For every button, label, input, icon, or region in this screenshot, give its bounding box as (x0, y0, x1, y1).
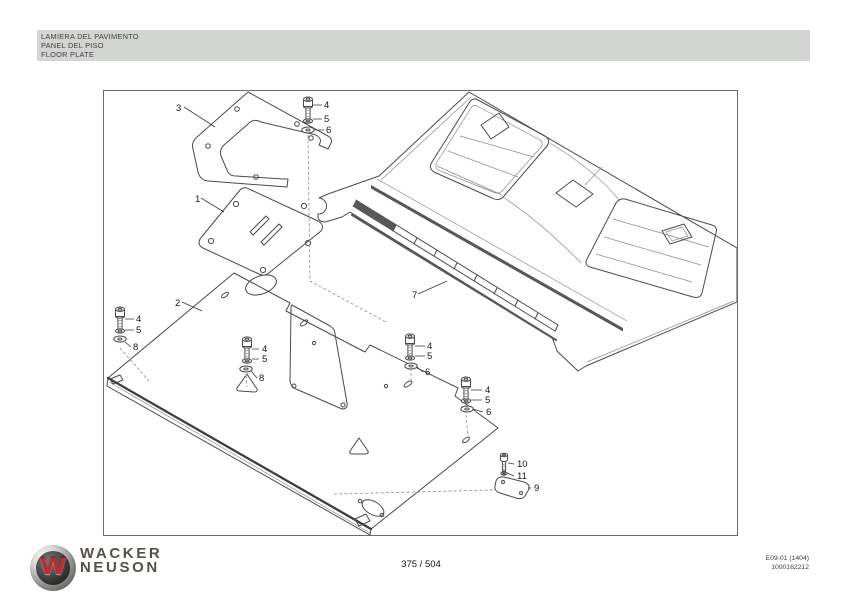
logo-w-letter: W (40, 552, 66, 580)
callout-5: 5 (262, 354, 267, 365)
part-1-cover-plate (198, 187, 323, 276)
part-2-floor-plate (106, 272, 499, 535)
callout-4: 4 (136, 314, 141, 325)
doc-code: E09-01 (1404) (765, 555, 809, 562)
callout-5: 5 (427, 351, 432, 362)
part-9-cover-plate (494, 476, 530, 500)
part-7-floor-panel (317, 91, 737, 372)
logo-sphere-face: W (36, 551, 70, 585)
callout-4: 4 (485, 385, 490, 396)
callout-4: 4 (427, 341, 432, 352)
callout-6: 6 (486, 407, 491, 418)
bolt-stack-left (113, 306, 127, 343)
bolt-stack-right (404, 333, 418, 370)
brand-wordmark-top: WACKER (80, 545, 163, 562)
callout-1: 1 (195, 194, 200, 205)
callout-3: 3 (176, 103, 181, 114)
title-line-spanish: PANEL DEL PISO (41, 41, 104, 50)
catalog-title-bar: LAMIERA DEL PAVIMENTO PANEL DEL PISO FLO… (37, 30, 810, 61)
callout-11: 11 (517, 471, 527, 482)
part-10-screw (499, 452, 509, 472)
callout-5: 5 (136, 325, 141, 336)
part-3-gasket-frame (192, 91, 333, 188)
callout-9: 9 (534, 483, 539, 494)
callout-leader-lines (124, 104, 531, 489)
callout-5: 5 (324, 114, 329, 125)
diagram-frame: 3 1 2 7 4 5 6 4 5 8 4 5 8 4 5 6 4 5 6 10… (103, 90, 738, 536)
bolt-stack-top (301, 96, 315, 134)
callout-6: 6 (326, 125, 331, 136)
callout-2: 2 (175, 298, 180, 309)
bolt-stack-far-right (460, 376, 474, 413)
callout-10: 10 (517, 459, 528, 470)
assembly-dashed-lines (119, 134, 505, 495)
wacker-neuson-logo: W (30, 545, 76, 591)
exploded-parts-diagram: 3 1 2 7 4 5 6 4 5 8 4 5 8 4 5 6 4 5 6 10… (106, 91, 737, 535)
callout-4: 4 (262, 344, 267, 355)
document-codes: E09-01 (1404) 1000162212 (766, 555, 809, 572)
part-11-washer (500, 471, 508, 476)
callout-7: 7 (412, 290, 417, 301)
callout-labels: 3 1 2 7 4 5 6 4 5 8 4 5 8 4 5 6 4 5 6 10… (133, 100, 539, 494)
callout-6: 6 (425, 367, 430, 378)
page-indicator: 375 / 504 (401, 559, 441, 570)
doc-number: 1000162212 (771, 563, 809, 571)
callout-8: 8 (133, 342, 138, 353)
serrated-strip (352, 199, 559, 332)
title-line-english: FLOOR PLATE (41, 50, 95, 59)
callout-8: 8 (259, 373, 264, 384)
brand-wordmark: WACKER NEUSON (80, 545, 163, 576)
brand-wordmark-bottom: NEUSON (80, 558, 160, 576)
callout-4: 4 (324, 100, 329, 111)
title-line-italian: LAMIERA DEL PAVIMENTO (41, 32, 139, 41)
callout-5: 5 (485, 395, 490, 406)
